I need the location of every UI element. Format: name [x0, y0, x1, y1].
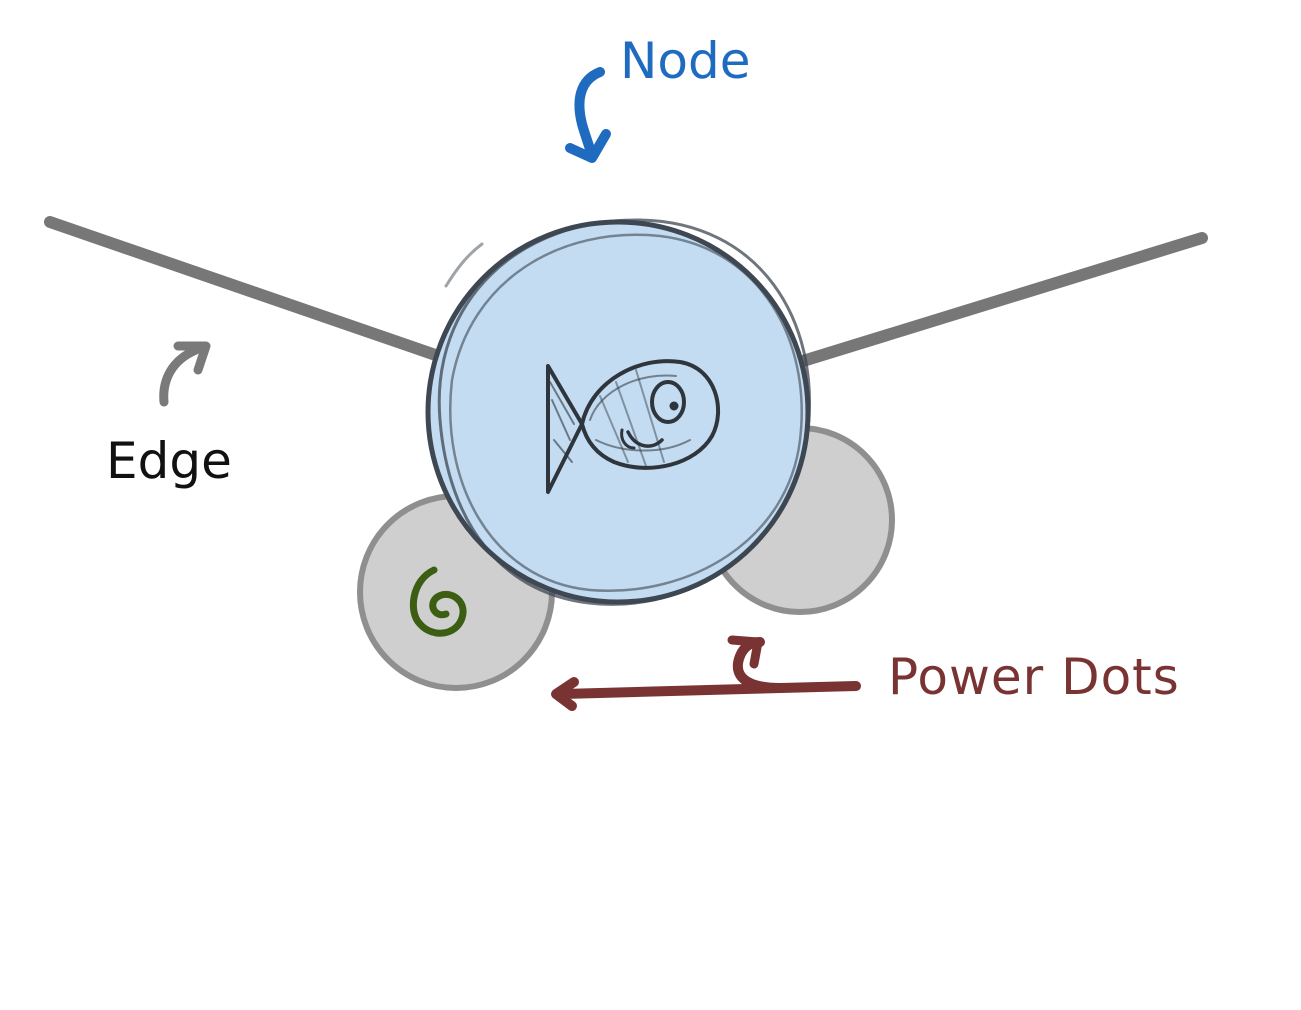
edge-arrow	[159, 345, 201, 407]
node-arrow	[574, 67, 605, 161]
edge-label: Edge	[106, 432, 232, 490]
power-dots-arrowhead-hook	[727, 635, 763, 669]
power-dots-arrowhead-long	[551, 677, 579, 711]
spiral-icon	[409, 566, 467, 637]
edge-right	[784, 232, 1208, 371]
fish-icon	[546, 359, 721, 494]
node-arrowhead	[565, 129, 611, 163]
edge-left	[44, 216, 456, 366]
node	[425, 218, 811, 606]
node-label: Node	[620, 32, 751, 90]
power-dots-label: Power Dots	[888, 648, 1180, 706]
edge-arrowhead	[173, 341, 211, 375]
power-dots-arrow-long	[555, 681, 861, 699]
